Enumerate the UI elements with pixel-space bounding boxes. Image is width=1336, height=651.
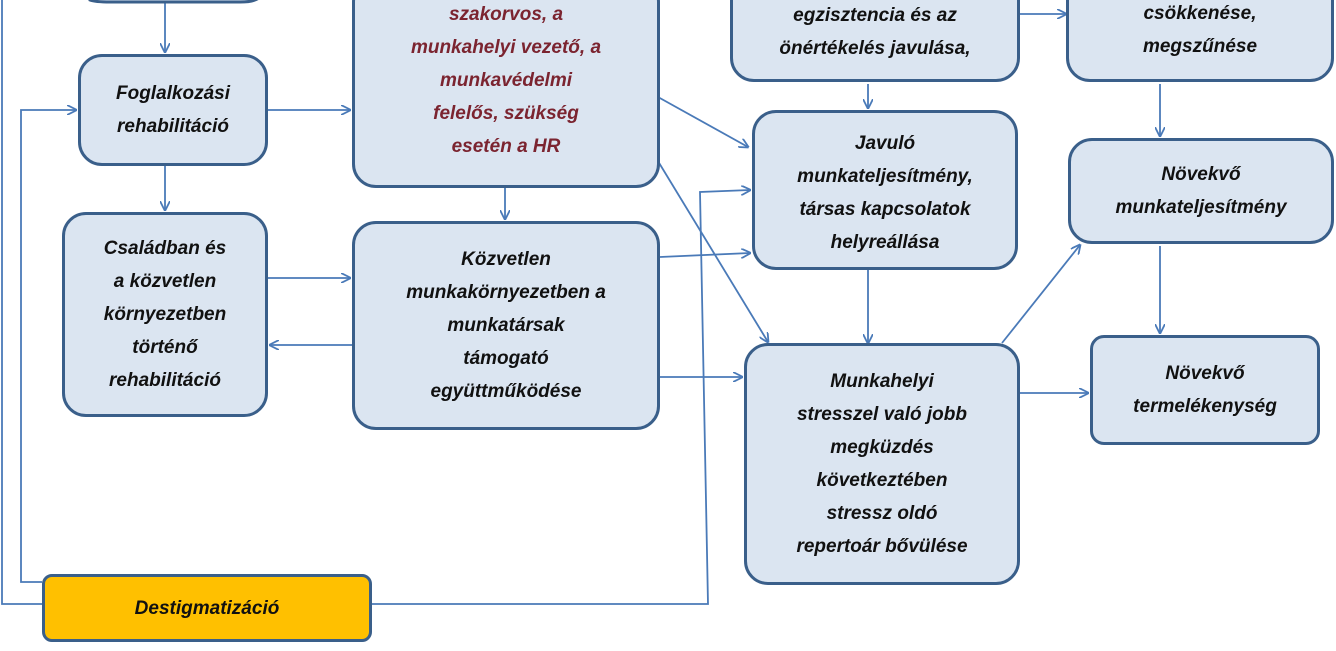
- node-csaladban-rehabilitacio: Családban és a közvetlen környezetben tö…: [62, 212, 268, 417]
- node-line: munkavédelmi: [440, 70, 572, 91]
- arrow-munkahelyi-to-novekvo: [1001, 245, 1080, 344]
- node-line: termelékenység: [1133, 396, 1277, 417]
- node-line: repertoár bővülése: [796, 536, 968, 557]
- node-line: támogató: [463, 348, 549, 369]
- arrow-destig-to-javulo: [372, 190, 750, 605]
- node-line: rehabilitáció: [109, 370, 221, 391]
- node-line: következtében: [816, 470, 948, 491]
- node-line: környezetben: [103, 304, 227, 325]
- arrow-hr-to-munkahelyi: [649, 147, 768, 342]
- node-line: helyreállása: [830, 232, 940, 253]
- node-line: Növekvő: [1165, 363, 1245, 384]
- node-line: történő: [132, 337, 198, 358]
- node-line: munkahelyi vezető, a: [410, 37, 602, 58]
- node-hr-team: szakorvos, a munkahelyi vezető, a munkav…: [352, 0, 660, 188]
- node-line: Munkahelyi: [830, 371, 934, 392]
- node-line: csökkenése,: [1143, 3, 1257, 24]
- node-line: egzisztencia és az: [793, 5, 957, 26]
- node-line: Családban és: [103, 238, 227, 259]
- node-csokkenese: csökkenése, megszűnése: [1066, 0, 1334, 82]
- node-line: stressz oldó: [826, 503, 938, 524]
- node-javulo-munkateljesitmeny: Javuló munkateljesítmény, társas kapcsol…: [752, 110, 1018, 270]
- node-line: megszűnése: [1142, 36, 1258, 57]
- node-line: társas kapcsolatok: [799, 199, 971, 220]
- node-line: megküzdés: [830, 437, 934, 458]
- arrow-destig-to-foglalkozasi: [20, 110, 76, 583]
- arrow-hr-to-javulo: [657, 96, 748, 147]
- node-line: Növekvő: [1161, 164, 1241, 185]
- node-line: szakorvos, a: [448, 4, 564, 25]
- line-left-border: [1, 0, 42, 605]
- node-line: esetén a HR: [451, 136, 561, 157]
- node-line: munkatársak: [447, 315, 565, 336]
- node-novekvo-termelekenyseg: Növekvő termelékenység: [1090, 335, 1320, 445]
- node-munkahelyi-stressz: Munkahelyi stresszel való jobb megküzdés…: [744, 343, 1020, 585]
- node-line: önértékelés javulása,: [779, 38, 971, 59]
- top-box-edge: [88, 0, 259, 4]
- node-line: Javuló: [854, 133, 916, 154]
- node-line: munkakörnyezetben a: [406, 282, 606, 303]
- node-line: együttműködése: [430, 381, 582, 402]
- node-kozvetlen-munkakornyezet: Közvetlen munkakörnyezetben a munkatársa…: [352, 221, 660, 430]
- node-line: felelős, szükség: [433, 103, 579, 124]
- node-line: rehabilitáció: [117, 116, 229, 137]
- node-line: Foglalkozási: [115, 83, 231, 104]
- node-line: Destigmatizáció: [134, 597, 280, 619]
- node-line: munkateljesítmény: [1115, 197, 1287, 218]
- node-line: munkateljesítmény,: [797, 166, 973, 187]
- arrow-kozvetlen-to-javulo: [659, 253, 750, 257]
- node-line: Közvetlen: [461, 249, 551, 270]
- node-novekvo-munkateljesitmeny: Növekvő munkateljesítmény: [1068, 138, 1334, 244]
- node-foglalkozasi-rehabilitacio: Foglalkozási rehabilitáció: [78, 54, 268, 166]
- node-destigmatizacio: Destigmatizáció: [42, 574, 372, 642]
- node-line: a közvetlen: [113, 271, 217, 292]
- node-line: stresszel való jobb: [796, 404, 967, 425]
- node-egzisztencia: egzisztencia és az önértékelés javulása,: [730, 0, 1020, 82]
